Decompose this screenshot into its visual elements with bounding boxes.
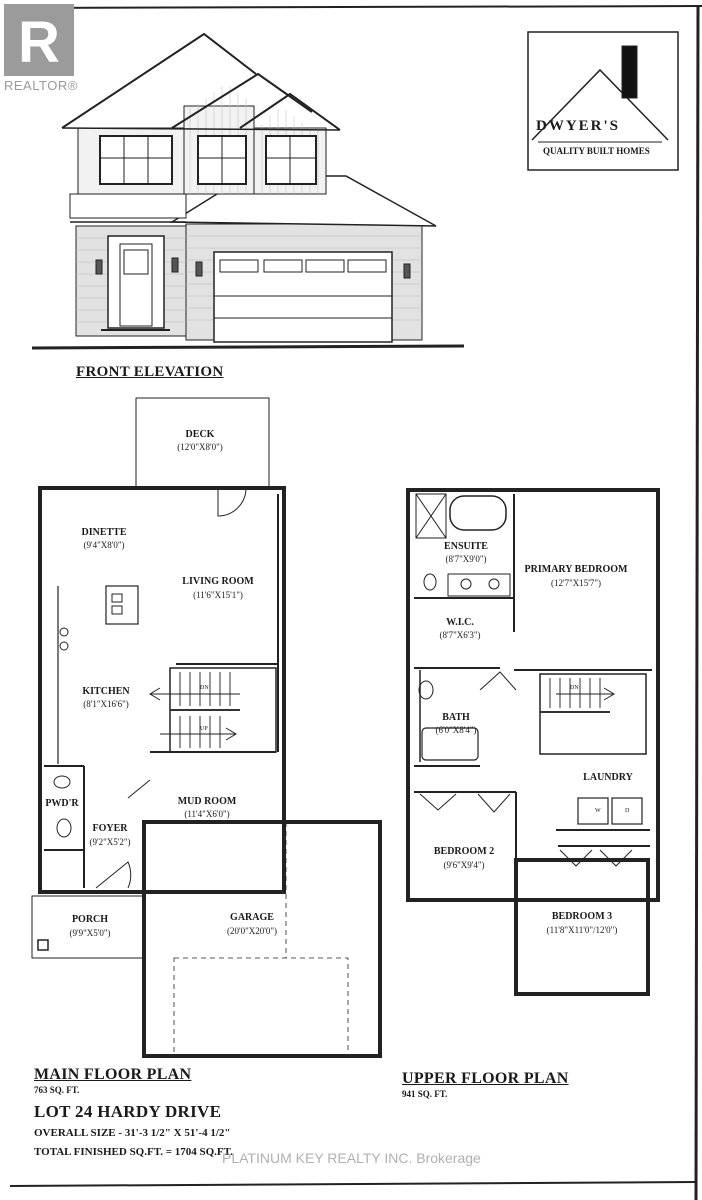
room-size-kitchen: (8'1"X16'6") — [83, 699, 129, 709]
room-label-porch: PORCH — [71, 914, 109, 925]
main-floor-area: 763 SQ. FT. — [34, 1085, 80, 1095]
lot-address: LOT 24 HARDY DRIVE — [34, 1102, 222, 1121]
room-label-bedroom-2: BEDROOM 2 — [433, 846, 495, 857]
realtor-logo-icon: R — [4, 4, 74, 76]
room-size-deck: (12'0"X8'0") — [177, 442, 223, 452]
sheet-border — [9, 5, 702, 1200]
room-size-foyer: (9'2"X5'2") — [89, 837, 131, 847]
main-floor-plan-drawing — [31, 397, 382, 1058]
room-size-dinette: (9'4"X8'0") — [83, 540, 125, 550]
room-size-mud-room: (11'4"X6'0") — [184, 809, 230, 819]
room-size-ensuite: (8'7"X9'0") — [445, 554, 487, 564]
room-size-porch: (9'9"X5'0") — [69, 928, 111, 938]
room-label-wic: W.I.C. — [446, 617, 474, 628]
room-label-garage: GARAGE — [230, 912, 274, 923]
main-floor-title: MAIN FLOOR PLAN — [34, 1066, 192, 1083]
upper-floor-area: 941 SQ. FT. — [402, 1089, 448, 1099]
overall-size: OVERALL SIZE - 31'-3 1/2" X 51'-4 1/2" — [34, 1127, 231, 1139]
upper-floor-title: UPPER FLOOR PLAN — [402, 1070, 569, 1087]
builder-name: DWYER'S — [536, 118, 621, 134]
room-label-mud-room: MUD ROOM — [177, 796, 237, 807]
builder-tagline: QUALITY BUILT HOMES — [543, 146, 650, 156]
room-label-ensuite: ENSUITE — [444, 541, 488, 552]
washer-label: W — [595, 808, 601, 814]
room-size-primary-bedroom: (12'7"X15'7") — [550, 578, 602, 588]
room-label-laundry: LAUNDRY — [583, 772, 633, 783]
room-size-living-room: (11'6"X15'1") — [193, 590, 243, 600]
svg-text:R: R — [18, 10, 60, 75]
room-size-wic: (8'7"X6'3") — [439, 630, 481, 640]
room-label-kitchen: KITCHEN — [82, 686, 130, 697]
builder-logo — [527, 31, 679, 171]
room-size-bedroom-2: (9'6"X9'4") — [443, 860, 485, 870]
room-label-bath: BATH — [442, 712, 470, 723]
room-label-bedroom-3: BEDROOM 3 — [551, 911, 613, 922]
room-size-garage: (20'0"X20'0") — [226, 926, 278, 936]
elevation-caption: FRONT ELEVATION — [76, 364, 224, 380]
stair-up-label-main: UP — [200, 726, 208, 732]
dryer-label: D — [625, 808, 630, 814]
room-size-bath: (6'0"X8'4") — [435, 725, 477, 735]
stair-down-label-upper: DN — [570, 685, 579, 691]
stair-down-label-main: DN — [200, 685, 209, 691]
realtor-mark: REALTOR® — [4, 78, 78, 93]
room-label-primary-bedroom: PRIMARY BEDROOM — [524, 564, 628, 575]
room-label-deck: DECK — [185, 429, 215, 440]
total-finished-area: TOTAL FINISHED SQ.FT. = 1704 SQ.FT. — [34, 1146, 233, 1158]
room-label-dinette: DINETTE — [81, 527, 127, 538]
room-size-bedroom-3: (11'8"X11'0"/12'0") — [546, 925, 618, 935]
front-elevation-drawing — [31, 32, 465, 350]
room-label-living-room: LIVING ROOM — [182, 576, 254, 587]
brokerage-watermark: PLATINUM KEY REALTY INC. Brokerage — [222, 1150, 481, 1166]
room-label-powder: PWD'R — [45, 798, 79, 809]
room-label-foyer: FOYER — [92, 823, 128, 834]
upper-floor-plan-drawing — [406, 488, 660, 996]
